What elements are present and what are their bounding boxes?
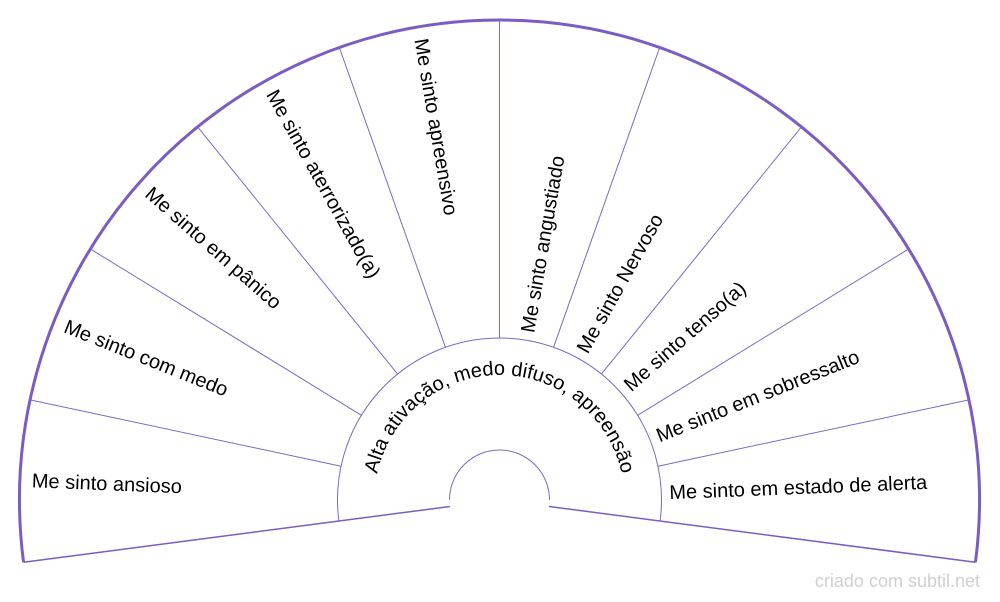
- segment-divider: [637, 248, 909, 416]
- segment-label[interactable]: Me sinto com medo: [61, 316, 231, 401]
- segment-label[interactable]: Me sinto ansioso: [31, 470, 182, 498]
- segment-divider: [601, 126, 802, 375]
- outer-arc: [18, 18, 981, 563]
- segment-label[interactable]: Me sinto angustiado: [517, 154, 569, 334]
- segment-divider: [23, 505, 451, 563]
- segment-label[interactable]: Me sinto tenso(a): [620, 278, 751, 396]
- segment-divider: [29, 399, 342, 467]
- footer-credit: criado com subtil.net: [814, 571, 980, 591]
- segment-label[interactable]: Me sinto aterrorizado(a): [261, 86, 384, 282]
- center-label: Alta ativação, medo difuso, apreensão: [361, 358, 639, 475]
- segment-label[interactable]: Me sinto em sobressalto: [653, 346, 862, 447]
- segment-divider: [90, 248, 362, 416]
- segment-divider: [657, 399, 970, 467]
- segment-label[interactable]: Me sinto Nervoso: [573, 210, 668, 357]
- inner-ring-arc: [449, 449, 550, 501]
- segment-label[interactable]: Me sinto em estado de alerta: [669, 472, 928, 504]
- segment-label[interactable]: Me sinto em pânico: [141, 183, 286, 314]
- segment-divider: [548, 505, 976, 563]
- segment-divider: [553, 47, 661, 348]
- center-label-text: Alta ativação, medo difuso, apreensão: [361, 358, 639, 475]
- segment-divider: [197, 126, 398, 375]
- segment-divider: [338, 47, 446, 348]
- segment-label[interactable]: Me sinto apreensivo: [409, 37, 461, 217]
